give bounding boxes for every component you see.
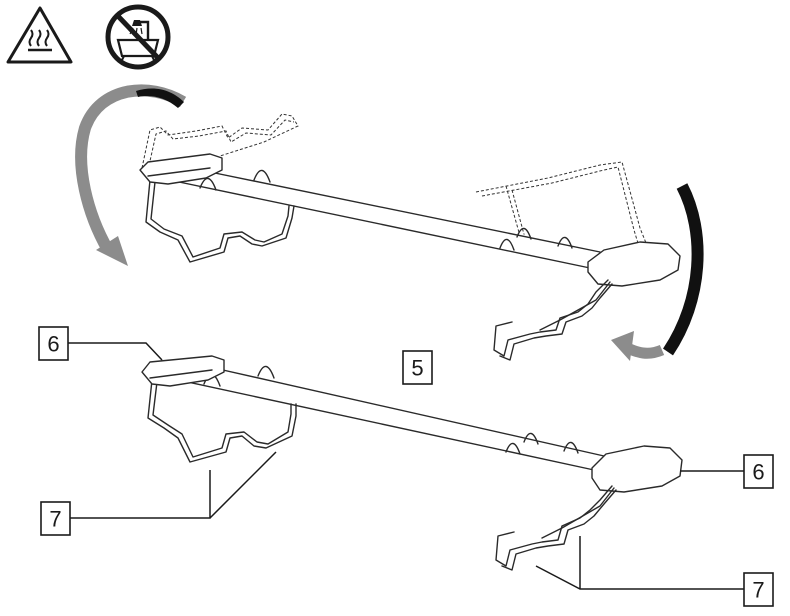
shelf-support-bottom bbox=[141, 355, 683, 571]
shelf-support-top bbox=[139, 113, 681, 361]
svg-text:7: 7 bbox=[752, 578, 764, 603]
label-six-left: 6 bbox=[38, 326, 69, 361]
hot-surface-warning-icon bbox=[6, 6, 73, 64]
label-six-right: 6 bbox=[743, 454, 774, 489]
svg-text:7: 7 bbox=[49, 507, 61, 532]
rotation-arrow-right-icon bbox=[611, 183, 704, 361]
leader-lines bbox=[68, 342, 744, 590]
svg-text:5: 5 bbox=[411, 356, 423, 381]
leader-seven-left bbox=[70, 451, 277, 519]
rotation-arrow-left-icon bbox=[75, 84, 187, 266]
label-five: 5 bbox=[402, 350, 433, 385]
leader-six-left bbox=[68, 342, 163, 361]
label-seven-right: 7 bbox=[743, 572, 774, 607]
svg-text:6: 6 bbox=[752, 460, 764, 485]
no-dishwasher-icon bbox=[105, 4, 171, 70]
svg-text:6: 6 bbox=[47, 332, 59, 357]
label-seven-left: 7 bbox=[40, 501, 71, 536]
leader-seven-right bbox=[535, 536, 744, 590]
